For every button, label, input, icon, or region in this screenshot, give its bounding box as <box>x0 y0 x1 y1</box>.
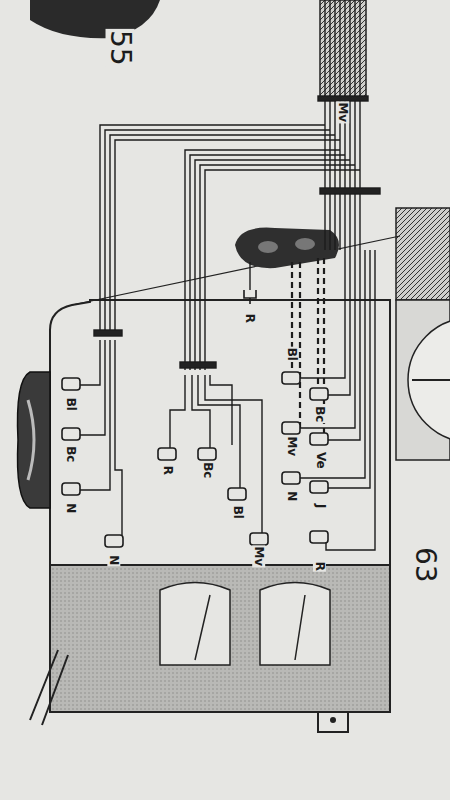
terminal <box>62 378 80 390</box>
terminal <box>250 533 268 545</box>
wire-colour-code: Bl <box>65 396 78 411</box>
wire <box>205 170 360 370</box>
dark-part <box>30 0 160 38</box>
wire-colour-code: N <box>65 502 78 514</box>
wire-sheath <box>320 0 366 100</box>
gauge-right <box>260 583 330 666</box>
wire <box>326 250 375 550</box>
clock-housing <box>396 208 450 300</box>
wire-colour-code: Bc <box>65 445 78 463</box>
terminal-group <box>62 372 328 547</box>
wire-clamp <box>318 96 368 101</box>
plug-pin <box>258 241 278 253</box>
terminal <box>282 422 300 434</box>
wire <box>78 340 100 385</box>
wire-clamp <box>320 188 380 194</box>
wire-colour-code: Mv <box>286 435 299 457</box>
wire <box>359 0 360 250</box>
plug-pin <box>295 238 315 250</box>
wire <box>170 375 185 448</box>
dashed-wire <box>317 258 319 395</box>
wire <box>78 340 110 490</box>
wire-clamp <box>94 330 122 336</box>
wire <box>249 262 250 290</box>
wire <box>326 250 360 440</box>
dashed-wire <box>299 262 301 428</box>
wire-colour-code: Bc <box>202 461 215 479</box>
wire <box>115 340 122 535</box>
wire <box>339 0 340 250</box>
terminal <box>310 531 328 543</box>
wire <box>185 150 340 370</box>
mount-hole <box>330 717 336 723</box>
terminal <box>198 448 216 460</box>
wire <box>210 375 232 445</box>
wire-clamp <box>180 362 216 368</box>
wire <box>192 375 210 448</box>
wire <box>200 165 355 370</box>
terminal <box>310 481 328 493</box>
wire-group <box>78 0 380 550</box>
wire-colour-code: Bl <box>232 504 245 519</box>
terminal <box>282 472 300 484</box>
gauge-left <box>160 583 230 666</box>
mount-bracket <box>318 712 348 732</box>
wire <box>349 0 350 250</box>
wire-colour-code: R <box>314 560 327 571</box>
wire <box>190 155 345 370</box>
page-number: 55 <box>105 29 134 67</box>
terminal <box>282 372 300 384</box>
terminal <box>228 488 246 500</box>
wire-colour-code: N <box>286 490 299 502</box>
wire-colour-code: Bl <box>286 346 299 361</box>
wire-colour-code: R <box>162 464 175 475</box>
wire <box>298 250 365 478</box>
wire <box>326 250 370 488</box>
plug-terminal <box>244 290 256 304</box>
terminal <box>310 433 328 445</box>
wire-colour-code: N <box>108 554 121 566</box>
terminal <box>310 388 328 400</box>
terminal <box>62 483 80 495</box>
panel-outline <box>50 300 390 712</box>
clock-dial <box>408 318 450 442</box>
wire <box>105 130 330 335</box>
wire-colour-code: J <box>314 503 327 509</box>
gauge-needle <box>195 595 305 660</box>
switch-knob <box>18 372 51 508</box>
wire <box>334 0 335 250</box>
stalk <box>30 650 68 725</box>
wire-colour-code: Mv <box>337 101 350 123</box>
wire <box>354 0 355 250</box>
gauge-area <box>50 565 390 712</box>
wire <box>344 0 345 250</box>
terminal <box>105 535 123 547</box>
wire <box>115 140 340 335</box>
wire <box>298 250 355 428</box>
page-number: 63 <box>410 546 439 584</box>
wire-colour-code: R <box>244 312 257 323</box>
wire <box>298 250 345 378</box>
wire-colour-code: Ve <box>314 451 327 470</box>
wire <box>78 340 105 435</box>
wire-colour-code: Bc <box>314 405 327 423</box>
terminal <box>158 448 176 460</box>
wire <box>329 0 330 250</box>
clock-hand <box>412 379 450 381</box>
wire <box>326 250 350 395</box>
knob-highlight <box>28 400 34 480</box>
wire-colour-code: Mv <box>253 545 266 567</box>
terminal <box>62 428 80 440</box>
